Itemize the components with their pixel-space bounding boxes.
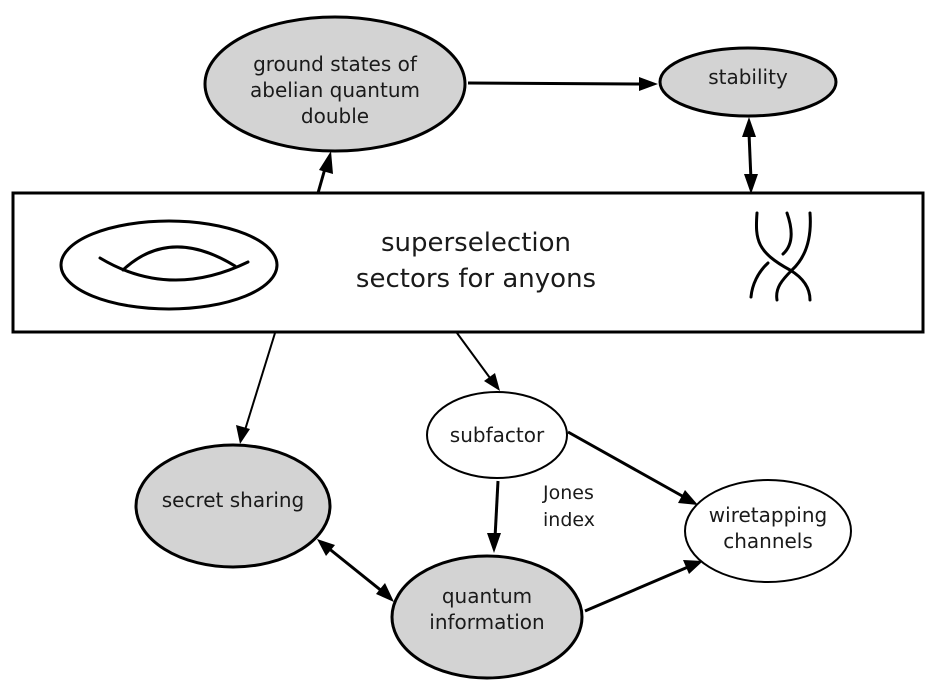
edge-stability-superselection <box>747 132 753 181</box>
arrowhead-quantum-information-left <box>376 583 394 602</box>
quantum-information-node[interactable]: quantum information <box>390 554 584 680</box>
wiretapping-node[interactable]: wiretapping channels <box>684 479 852 583</box>
quantum-information-ellipse <box>390 554 584 680</box>
ground-states-label-line-3: double <box>301 104 369 128</box>
torus-icon <box>59 219 279 311</box>
ground-states-label-line-2: abelian quantum <box>250 78 420 102</box>
jones-index-line-2: index <box>543 509 595 531</box>
arrowhead-stability <box>639 77 658 91</box>
arrowhead-secret-sharing-up <box>317 539 335 556</box>
arrowhead-superselection-down <box>744 174 758 194</box>
arrowhead-quantum-information <box>487 533 501 553</box>
arrowhead-wiretapping-upper <box>678 490 698 505</box>
edge-ground-states-to-stability <box>467 81 643 86</box>
stability-label: stability <box>708 65 788 89</box>
stability-node[interactable]: stability <box>658 46 838 118</box>
wiretapping-label-line-2: channels <box>723 529 813 553</box>
ground-states-label-line-1: ground states of <box>253 52 418 76</box>
secret-sharing-label: secret sharing <box>162 488 305 512</box>
subfactor-ellipse <box>426 391 568 479</box>
arrowhead-subfactor <box>484 373 500 391</box>
wiretapping-label-line-1: wiretapping <box>709 503 827 527</box>
edge-superselection-to-secret-sharing <box>244 332 276 431</box>
braid-icon <box>749 211 812 302</box>
jones-index-label: Jones index <box>542 482 595 531</box>
ground-states-node[interactable]: ground states of abelian quantum double <box>203 15 467 153</box>
secret-sharing-ellipse <box>134 443 332 569</box>
edge-superselection-to-subfactor <box>456 332 491 379</box>
edge-quantum-information-to-wiretapping <box>584 565 689 613</box>
stability-ellipse <box>658 46 838 118</box>
wiretapping-ellipse <box>684 479 852 583</box>
subfactor-node[interactable]: subfactor <box>426 391 568 479</box>
edges <box>236 77 758 613</box>
superselection-label-line-1: superselection <box>381 228 571 258</box>
superselection-label-line-2: sectors for anyons <box>356 264 596 294</box>
arrowhead-ground-states <box>319 151 333 174</box>
jones-index-line-1: Jones <box>542 482 594 504</box>
edge-subfactor-to-wiretapping <box>567 430 685 499</box>
subfactor-label: subfactor <box>450 423 545 447</box>
edge-subfactor-to-quantum-information <box>493 480 500 539</box>
arrowhead-stability-up <box>742 117 756 137</box>
ground-states-ellipse <box>203 15 467 153</box>
superselection-node[interactable]: superselection sectors for anyons <box>11 191 925 334</box>
arrowhead-secret-sharing <box>236 425 250 444</box>
arrowhead-wiretapping-lower <box>683 560 703 574</box>
quantum-information-label-line-2: information <box>429 610 544 634</box>
quantum-information-label-line-1: quantum <box>442 584 532 608</box>
secret-sharing-node[interactable]: secret sharing <box>134 443 332 569</box>
edge-secret-sharing-quantum-information <box>326 545 384 594</box>
